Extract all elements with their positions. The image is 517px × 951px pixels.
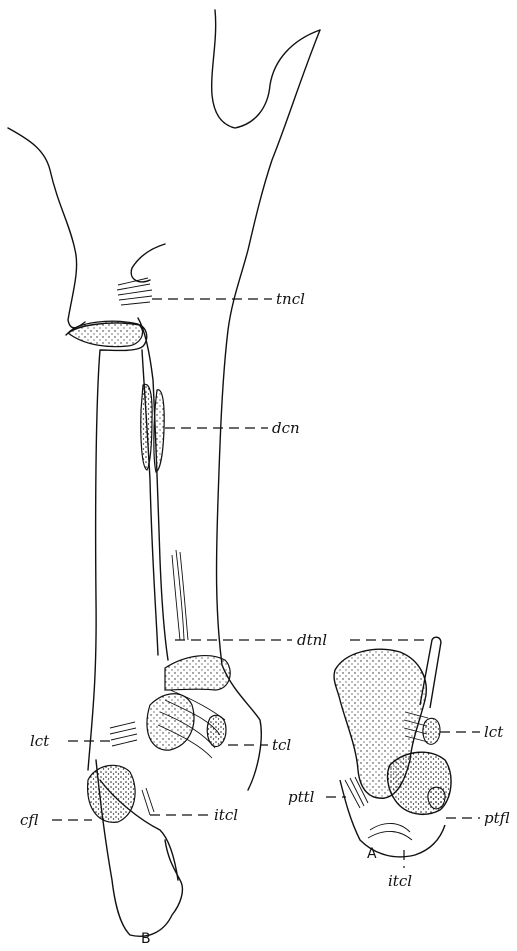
panel-caption-a: A bbox=[367, 846, 377, 862]
label-pttl: pttl bbox=[288, 788, 314, 806]
label-lct-b: lct bbox=[30, 732, 49, 750]
label-itcl-b: itcl bbox=[214, 806, 238, 824]
elbow-notch bbox=[131, 244, 165, 282]
dcn-surface-left bbox=[141, 384, 152, 470]
label-itcl-a: itcl bbox=[388, 872, 412, 890]
label-lct-a: lct bbox=[484, 723, 503, 741]
limb-outline-right bbox=[217, 30, 320, 790]
dcn-surface-right bbox=[154, 390, 164, 472]
label-tncl: tncl bbox=[276, 290, 305, 308]
lct-b-fibres bbox=[110, 722, 137, 746]
label-ptfl: ptfl bbox=[484, 809, 510, 827]
radius-shaft bbox=[66, 323, 147, 770]
limb-outline-left bbox=[8, 128, 85, 328]
label-dcn: dcn bbox=[272, 419, 300, 437]
a-lct-head bbox=[423, 718, 440, 744]
dtnl-fibres bbox=[172, 550, 188, 640]
a-ptfl-head bbox=[428, 787, 445, 809]
itcl-b-fibres bbox=[142, 788, 154, 815]
lower-condyle bbox=[165, 656, 230, 690]
panel-caption-b: B bbox=[141, 931, 151, 947]
a-itcl-fibres bbox=[368, 823, 412, 840]
label-dtnl: dtnl bbox=[297, 631, 327, 649]
label-cfl: cfl bbox=[20, 811, 38, 829]
limb-outline-top bbox=[212, 10, 320, 128]
cfl-head bbox=[88, 765, 136, 822]
proximal-articular-surface bbox=[68, 321, 143, 346]
label-tcl: tcl bbox=[272, 736, 291, 754]
